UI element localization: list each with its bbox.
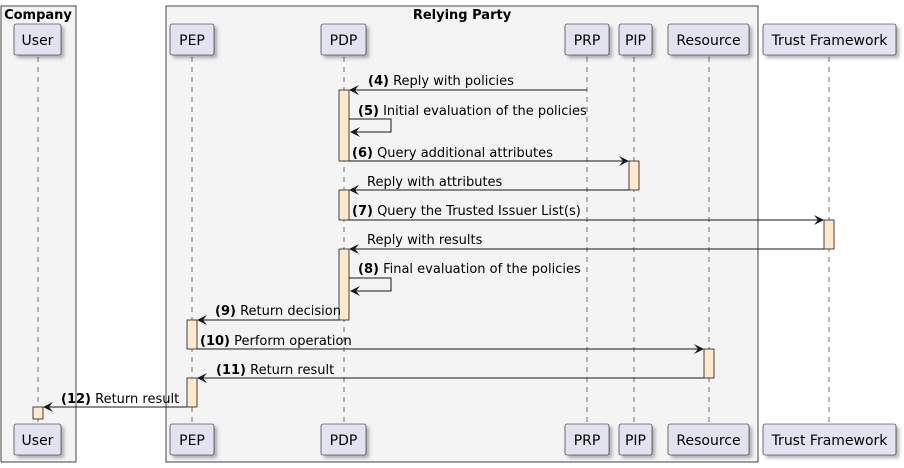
message-11-label: (11) Return result bbox=[216, 363, 334, 378]
participant-pip: PIP bbox=[618, 23, 653, 56]
participant-pep: PEP bbox=[169, 23, 215, 56]
participant-prp-bottom: PRP bbox=[564, 423, 610, 456]
participant-user-bottom-label: User bbox=[22, 433, 54, 449]
participant-tf-label: Trust Framework bbox=[771, 33, 889, 49]
participant-resource-bottom: Resource bbox=[667, 423, 750, 456]
message-labels: (4) Reply with policies (5) Initial eval… bbox=[61, 74, 587, 407]
message-11-text: Return result bbox=[250, 363, 334, 378]
box-relying-party-title: Relying Party bbox=[413, 8, 512, 23]
participant-pdp: PDP bbox=[320, 23, 367, 56]
message-reply-attributes-label: Reply with attributes bbox=[367, 175, 503, 190]
message-10-label: (10) Perform operation bbox=[200, 334, 352, 349]
message-10-number: (10) bbox=[200, 334, 230, 349]
message-12-text: Return result bbox=[95, 392, 179, 407]
message-5-label: (5) Initial evaluation of the policies bbox=[358, 104, 587, 119]
participant-pip-bottom: PIP bbox=[618, 423, 653, 456]
messages bbox=[43, 85, 824, 412]
message-10-text: Perform operation bbox=[234, 334, 352, 349]
message-8-text: Final evaluation of the policies bbox=[383, 262, 581, 277]
message-7-text: Query the Trusted Issuer List(s) bbox=[377, 204, 581, 219]
participants-bottom: User PEP PDP PRP PIP Resource Trust Fram… bbox=[13, 423, 897, 456]
activation-pep-1 bbox=[186, 319, 198, 350]
participant-prp: PRP bbox=[564, 23, 610, 56]
message-6-number: (6) bbox=[352, 146, 373, 161]
message-8-label: (8) Final evaluation of the policies bbox=[358, 262, 581, 277]
message-5-number: (5) bbox=[358, 104, 379, 119]
activation-tf-1 bbox=[823, 219, 835, 250]
message-4-number: (4) bbox=[368, 74, 389, 89]
participant-resource-label: Resource bbox=[676, 33, 740, 49]
participant-pep-bottom-label: PEP bbox=[179, 433, 205, 449]
box-relying-party: Relying Party bbox=[165, 5, 759, 463]
participant-user-bottom: User bbox=[13, 423, 62, 456]
message-9-text: Return decision bbox=[240, 304, 341, 319]
participant-prp-label: PRP bbox=[574, 33, 601, 49]
message-4-text: Reply with policies bbox=[393, 74, 514, 89]
message-11-number: (11) bbox=[216, 363, 246, 378]
message-5-arrow bbox=[349, 118, 392, 137]
message-7-label: (7) Query the Trusted Issuer List(s) bbox=[352, 204, 581, 219]
activation-resource-1 bbox=[703, 348, 715, 379]
activation-pdp-3 bbox=[338, 248, 350, 321]
box-company-title: Company bbox=[4, 8, 72, 23]
participant-user: User bbox=[13, 23, 62, 56]
message-6-label: (6) Query additional attributes bbox=[352, 146, 553, 161]
participant-tf-bottom-label: Trust Framework bbox=[771, 433, 889, 449]
message-4-label: (4) Reply with policies bbox=[368, 74, 514, 89]
message-12-label: (12) Return result bbox=[61, 392, 179, 407]
participant-pip-label: PIP bbox=[625, 33, 646, 49]
participant-tf: Trust Framework bbox=[762, 23, 897, 56]
message-reply-results-label: Reply with results bbox=[367, 233, 483, 248]
message-8-arrow bbox=[349, 277, 392, 296]
activation-pip-1 bbox=[628, 160, 640, 191]
message-12-number: (12) bbox=[61, 392, 91, 407]
activation-pep-2 bbox=[186, 377, 198, 408]
message-9-number: (9) bbox=[215, 304, 236, 319]
participant-prp-bottom-label: PRP bbox=[574, 433, 601, 449]
participant-user-label: User bbox=[22, 33, 54, 49]
message-9-label: (9) Return decision bbox=[215, 304, 341, 319]
box-company: Company bbox=[0, 5, 77, 463]
message-5-text: Initial evaluation of the policies bbox=[383, 104, 587, 119]
message-7-number: (7) bbox=[352, 204, 373, 219]
activation-pdp-2 bbox=[338, 189, 350, 221]
message-6-text: Query additional attributes bbox=[377, 146, 553, 161]
activation-pdp-1 bbox=[338, 89, 350, 162]
participant-pip-bottom-label: PIP bbox=[625, 433, 646, 449]
participant-resource: Resource bbox=[667, 23, 750, 56]
participant-resource-bottom-label: Resource bbox=[676, 433, 740, 449]
message-8-number: (8) bbox=[358, 262, 379, 277]
participant-pdp-bottom-label: PDP bbox=[330, 433, 358, 449]
participant-pep-bottom: PEP bbox=[169, 423, 215, 456]
activations bbox=[32, 89, 835, 420]
participant-pep-label: PEP bbox=[179, 33, 205, 49]
participant-pdp-bottom: PDP bbox=[320, 423, 367, 456]
participant-tf-bottom: Trust Framework bbox=[762, 423, 897, 456]
participant-pdp-label: PDP bbox=[330, 33, 358, 49]
participants-top: User PEP PDP PRP PIP Resource Trust Fram… bbox=[13, 23, 897, 56]
activation-user-1 bbox=[32, 406, 44, 420]
